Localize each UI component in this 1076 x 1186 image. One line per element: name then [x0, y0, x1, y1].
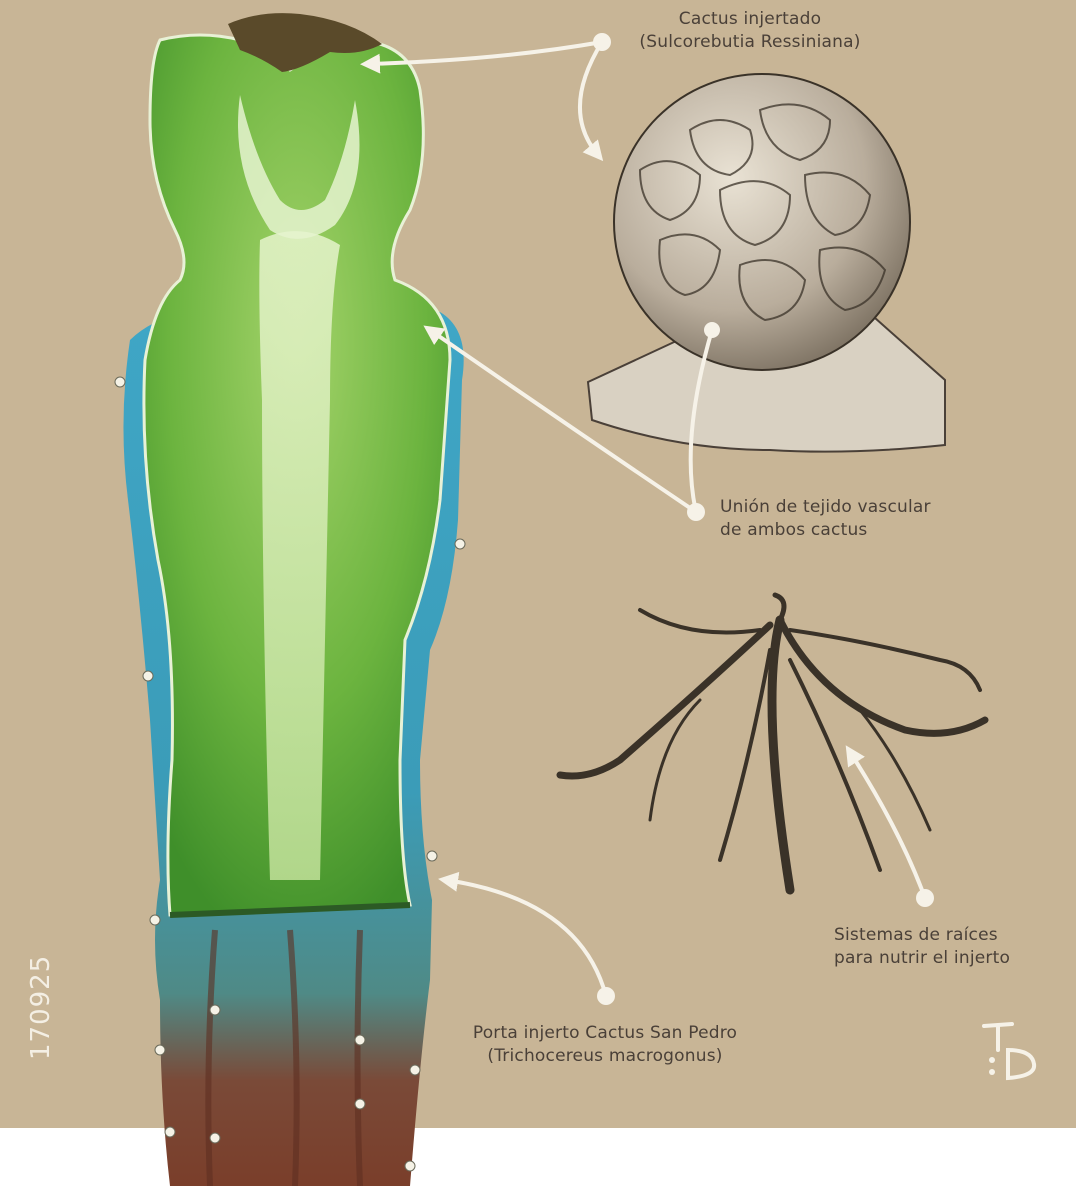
label-grafted-line2: (Sulcorebutia Ressiniana) — [600, 31, 900, 54]
areole — [150, 915, 160, 925]
areole — [427, 851, 437, 861]
areole — [455, 539, 465, 549]
areole — [210, 1005, 220, 1015]
connector-dot — [687, 503, 705, 521]
stem-rib — [358, 930, 361, 1186]
author-logo — [978, 1020, 1040, 1082]
areole — [115, 377, 125, 387]
areole — [355, 1099, 365, 1109]
areole — [155, 1045, 165, 1055]
areole — [405, 1161, 415, 1171]
label-vascular-union: Unión de tejido vascular de ambos cactus — [720, 496, 1020, 542]
label-rootstock: Porta injerto Cactus San Pedro (Trichoce… — [430, 1022, 780, 1068]
connector-dot — [597, 987, 615, 1005]
areole — [165, 1127, 175, 1137]
connector-dot — [704, 322, 720, 338]
connector-dot — [916, 889, 934, 907]
areole — [143, 671, 153, 681]
areole — [210, 1133, 220, 1143]
label-root-systems: Sistemas de raíces para nutrir el injert… — [834, 924, 1054, 970]
areole — [355, 1035, 365, 1045]
label-rootstock-line2: (Trichocereus macrogonus) — [430, 1045, 780, 1068]
areole — [410, 1065, 420, 1075]
image-code: 170925 — [26, 955, 56, 1060]
label-rootstock-line1: Porta injerto Cactus San Pedro — [430, 1022, 780, 1045]
label-roots-line1: Sistemas de raíces — [834, 924, 1054, 947]
label-grafted-line1: Cactus injertado — [600, 8, 900, 31]
label-union-line1: Unión de tejido vascular — [720, 496, 1020, 519]
label-grafted-cactus: Cactus injertado (Sulcorebutia Ressinian… — [600, 8, 900, 54]
label-union-line2: de ambos cactus — [720, 519, 1020, 542]
label-roots-line2: para nutrir el injerto — [834, 947, 1054, 970]
